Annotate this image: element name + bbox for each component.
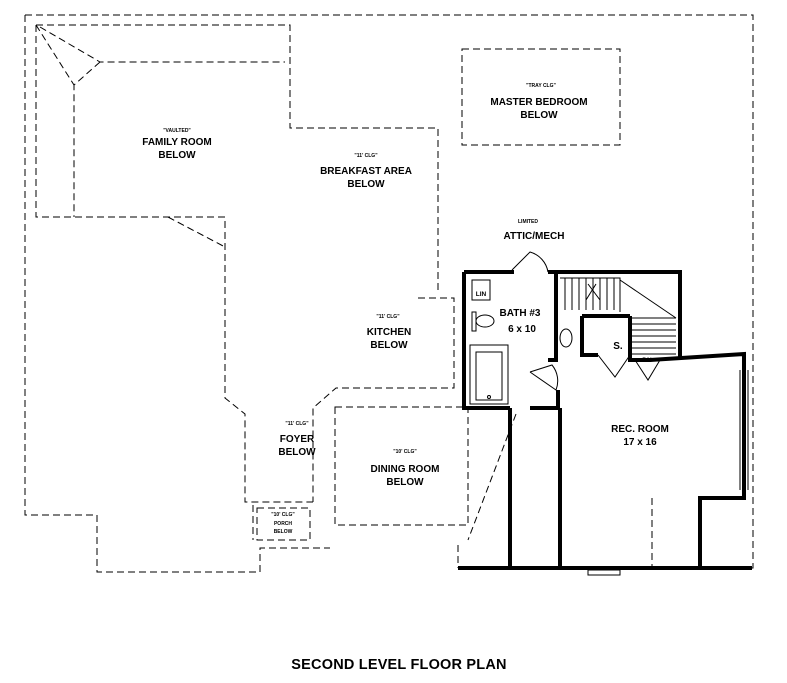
attic-door-swing: [511, 251, 549, 273]
dining-room-note: "10' CLG": [393, 449, 417, 455]
storage-label: S.: [613, 341, 623, 352]
attic-label: ATTIC/MECH: [504, 231, 565, 242]
breakfast-area-below: BELOW: [347, 179, 385, 190]
room-labels: "TRAY CLG" MASTER BEDROOM BELOW "VAULTED…: [142, 83, 669, 673]
dining-room-below: BELOW: [386, 477, 424, 488]
family-room-below: BELOW: [158, 150, 196, 161]
tub-drain-icon: [487, 395, 491, 399]
stair-door-swing: [634, 359, 661, 381]
dining-room-label: DINING ROOM: [371, 464, 440, 475]
lower-level-outline: [24, 14, 754, 573]
rec-room-size: 17 x 16: [623, 437, 657, 448]
family-room-label: FAMILY ROOM: [142, 137, 211, 148]
breakfast-area-label: BREAKFAST AREA: [320, 166, 412, 177]
down-label: DN: [642, 357, 652, 364]
foyer-note: "11' CLG": [285, 421, 309, 427]
porch-note: "10' CLG": [271, 512, 295, 518]
rec-room-label: REC. ROOM: [611, 424, 669, 435]
foyer-label: FOYER: [280, 434, 315, 445]
breakfast-area-note: "11' CLG": [354, 153, 378, 159]
second-level-walls: [458, 270, 752, 576]
sink-icon: [559, 328, 573, 348]
linen-label: LIN: [476, 291, 487, 298]
master-bedroom-note: "TRAY CLG": [526, 83, 556, 89]
storage-door-swing: [597, 354, 631, 378]
attic-note: LIMITED: [518, 219, 538, 225]
kitchen-note: "11' CLG": [376, 314, 400, 320]
bath3-size: 6 x 10: [508, 324, 536, 335]
kitchen-label: KITCHEN: [367, 327, 411, 338]
kitchen-below: BELOW: [370, 340, 408, 351]
porch-below: BELOW: [274, 529, 293, 535]
master-bedroom-below: BELOW: [520, 110, 558, 121]
bath3-label: BATH #3: [500, 308, 541, 319]
staircase: [560, 277, 677, 355]
fixtures: [471, 251, 677, 399]
toilet-icon: [475, 314, 495, 328]
plan-title: SECOND LEVEL FLOOR PLAN: [291, 657, 506, 673]
bath-door-swing: [529, 364, 559, 391]
foyer-below: BELOW: [278, 447, 316, 458]
master-bedroom-label: MASTER BEDROOM: [490, 97, 587, 108]
family-room-note: "VAULTED": [163, 128, 191, 134]
porch-label: PORCH: [274, 521, 292, 527]
